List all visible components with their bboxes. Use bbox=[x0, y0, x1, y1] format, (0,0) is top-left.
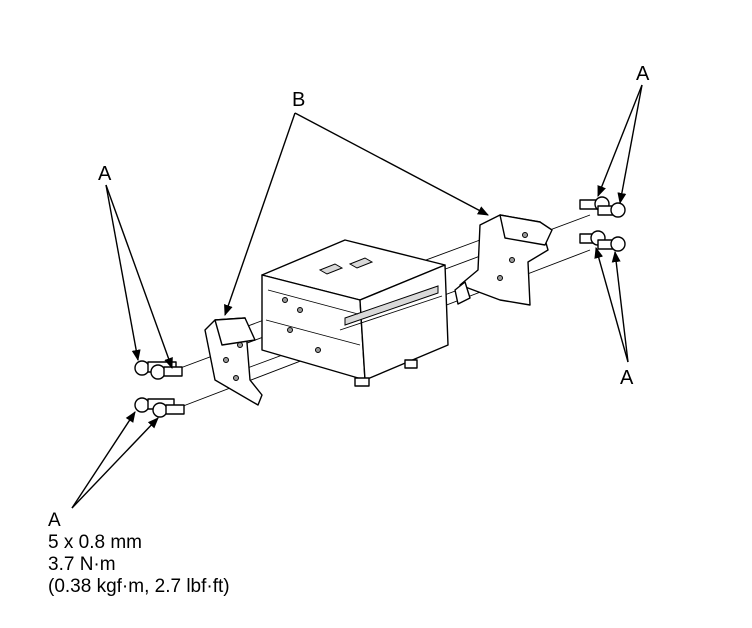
callout-label-a-bottom-right: A bbox=[620, 367, 634, 389]
spec-torque: 3.7 N·m bbox=[48, 554, 116, 575]
bolt-icon bbox=[597, 202, 626, 218]
callout-label-a-top-left: A bbox=[98, 163, 112, 185]
callout-label-a-top-right: A bbox=[636, 63, 650, 85]
spec-size: 5 x 0.8 mm bbox=[48, 532, 142, 553]
audio-unit bbox=[261, 239, 449, 387]
callout-label-b: B bbox=[292, 89, 305, 111]
arrow-icon bbox=[71, 84, 643, 509]
fastener-spec: A 5 x 0.8 mm 3.7 N·m (0.38 kgf·m, 2.7 lb… bbox=[48, 510, 230, 598]
right-bracket bbox=[454, 214, 553, 306]
left-bracket bbox=[204, 317, 263, 406]
spec-torque-alt: (0.38 kgf·m, 2.7 lbf·ft) bbox=[48, 576, 230, 597]
spec-label: A bbox=[48, 510, 61, 531]
bolt-icon bbox=[152, 402, 185, 418]
bolt-icon bbox=[597, 236, 626, 252]
bolt-icon bbox=[150, 364, 183, 380]
